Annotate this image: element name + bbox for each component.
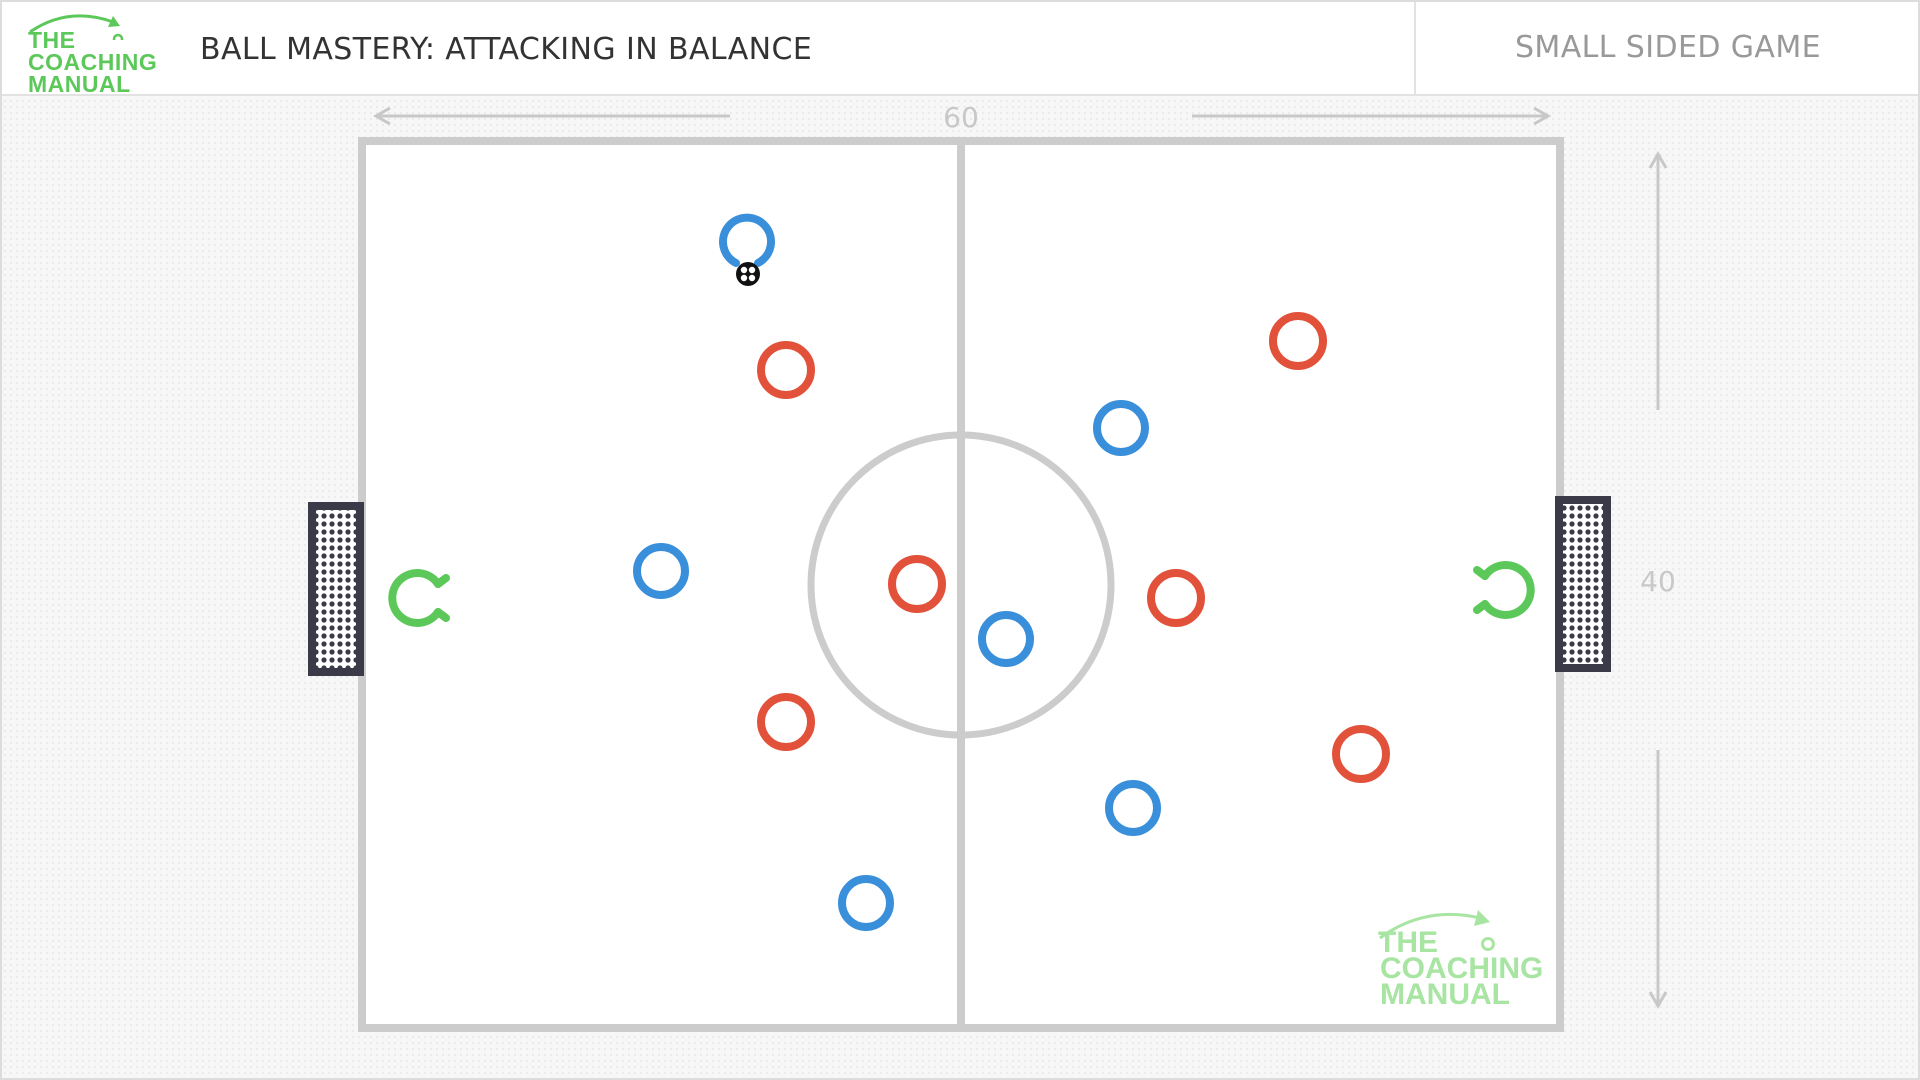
blue-player-with-ball	[719, 213, 775, 267]
red-player	[757, 341, 815, 399]
coaching-manual-watermark: THE COACHING MANUAL	[1378, 910, 1543, 1011]
right-goalkeeper-glove	[1473, 566, 1489, 580]
right-goal-net	[1563, 504, 1603, 664]
red-player	[1269, 312, 1327, 370]
watermark-arrow-icon	[1379, 912, 1481, 940]
coaching-manual-logo: THE COACHING MANUAL	[18, 10, 178, 97]
height-arrowhead-bottom	[1648, 991, 1668, 1010]
watermark-ball-icon	[1481, 937, 1495, 951]
ball-body	[736, 262, 760, 286]
left-goal	[308, 502, 364, 676]
logo-line-3: MANUAL	[28, 71, 131, 97]
ball-patch	[740, 266, 748, 274]
red-team	[757, 312, 1390, 783]
height-dimension: 40	[1640, 150, 1676, 1010]
centre-circle	[807, 431, 1115, 739]
watermark-line-1: THE	[1378, 926, 1438, 959]
width-label: 60	[943, 101, 979, 134]
red-player	[1332, 725, 1390, 783]
width-dimension: 60	[372, 101, 1552, 134]
blue-player	[1105, 780, 1161, 836]
red-player	[888, 555, 946, 613]
ball-patch	[748, 274, 756, 282]
ball-patch	[748, 266, 756, 274]
watermark-line-2: COACHING	[1380, 952, 1543, 985]
left-goalkeeper	[388, 569, 442, 627]
red-player	[757, 693, 815, 751]
blue-player	[1093, 400, 1149, 456]
height-label: 40	[1640, 565, 1676, 598]
width-arrowhead-left	[372, 106, 391, 126]
left-goal-net	[316, 510, 356, 668]
height-arrowhead-top	[1648, 150, 1668, 169]
goalkeepers	[388, 561, 1535, 627]
watermark-arrowhead-icon	[1474, 910, 1490, 926]
left-goalkeeper-glove	[434, 574, 450, 588]
logo-arrow-icon	[29, 14, 124, 40]
header-bar: THE COACHING MANUAL BALL MASTERY: ATTACK…	[2, 2, 1918, 97]
left-goalkeeper-glove	[434, 608, 450, 622]
red-player	[1147, 569, 1205, 627]
right-goalkeeper-glove	[1473, 600, 1489, 614]
blue-player	[838, 875, 894, 931]
blue-team	[633, 213, 1161, 931]
logo-line-1: THE	[28, 27, 76, 53]
right-goalkeeper	[1481, 561, 1535, 619]
blue-player	[633, 543, 689, 599]
blue-player	[978, 611, 1034, 667]
logo-line-2: COACHING	[28, 49, 158, 75]
session-type-label: SMALL SIDED GAME	[1514, 30, 1821, 65]
width-arrowhead-right	[1533, 106, 1552, 126]
header-divider	[1414, 2, 1416, 94]
right-goal	[1555, 496, 1611, 672]
drill-title: BALL MASTERY: ATTACKING IN BALANCE	[200, 32, 813, 67]
football-icon	[736, 262, 760, 286]
ball-patch	[740, 274, 748, 282]
watermark-line-3: MANUAL	[1380, 978, 1510, 1011]
